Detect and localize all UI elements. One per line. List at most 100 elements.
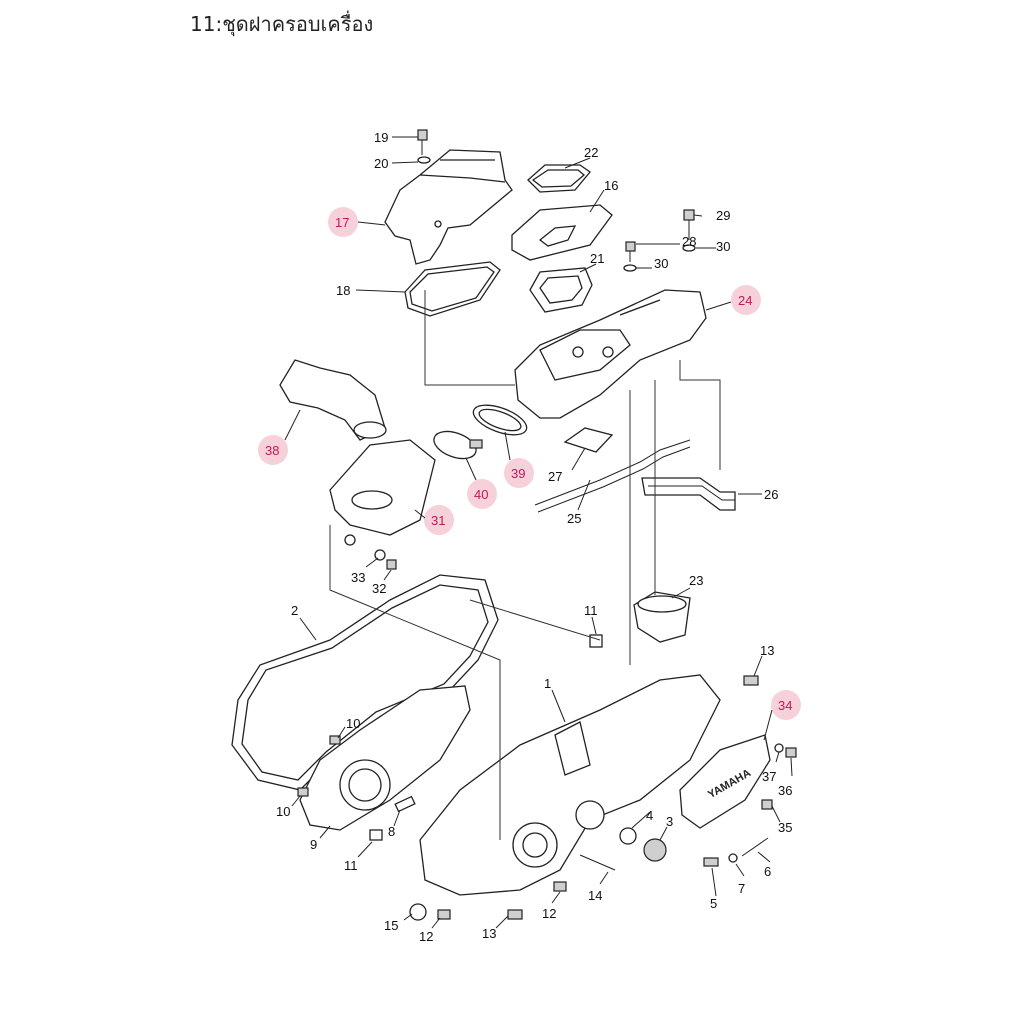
callout-18: 18 — [336, 283, 350, 298]
highlight-24 — [731, 285, 761, 315]
hose-25[interactable] — [534, 439, 691, 513]
callout-4: 4 — [646, 808, 653, 823]
callout-27: 27 — [548, 469, 562, 484]
cap-3[interactable] — [643, 838, 667, 862]
bolt-13a[interactable] — [743, 675, 759, 686]
callout-30b: 30 — [716, 239, 730, 254]
callout-38: 38 — [265, 443, 279, 458]
callout-14: 14 — [588, 888, 602, 903]
intake-duct-38[interactable] — [279, 359, 387, 441]
clamp-15[interactable] — [409, 903, 427, 921]
callout-8: 8 — [388, 824, 395, 839]
callout-33: 33 — [351, 570, 365, 585]
callout-6: 6 — [764, 864, 771, 879]
filter-element-16[interactable] — [511, 204, 613, 261]
intake-box-31[interactable] — [329, 439, 436, 546]
callout-36: 36 — [778, 783, 792, 798]
bolt-19[interactable] — [417, 129, 428, 155]
o-ring-4[interactable] — [619, 827, 637, 845]
callout-37: 37 — [762, 769, 776, 784]
highlight-17 — [328, 207, 358, 237]
washer-30b[interactable] — [682, 244, 696, 252]
bolt-12a[interactable] — [553, 881, 567, 892]
callout-24: 24 — [738, 293, 752, 308]
cover-gasket-2[interactable] — [231, 574, 499, 791]
highlight-34 — [771, 690, 801, 720]
callout-9: 9 — [310, 837, 317, 852]
callout-13b: 13 — [482, 926, 496, 941]
pin-6[interactable] — [741, 837, 769, 857]
callout-11b: 11 — [344, 858, 358, 873]
callout-20: 20 — [374, 156, 388, 171]
callout-23: 23 — [689, 573, 703, 588]
highlight-31 — [424, 505, 454, 535]
callout-7: 7 — [738, 881, 745, 896]
highlight-38 — [258, 435, 288, 465]
air-box-case-24[interactable] — [514, 289, 707, 419]
hose-26[interactable] — [641, 477, 736, 511]
washer-30a[interactable] — [623, 264, 637, 272]
dowel-8[interactable] — [394, 795, 416, 813]
callout-15: 15 — [384, 918, 398, 933]
callout-35: 35 — [778, 820, 792, 835]
bolt-10a[interactable] — [329, 735, 341, 745]
callout-11a: 11 — [584, 603, 598, 618]
callout-2: 2 — [291, 603, 298, 618]
highlight-40 — [467, 479, 497, 509]
inner-cover-9[interactable] — [299, 685, 471, 831]
callout-34: 34 — [778, 698, 792, 713]
callout-25: 25 — [567, 511, 581, 526]
callout-26: 26 — [764, 487, 778, 502]
clip-7[interactable] — [728, 853, 738, 863]
assembly-guides — [329, 290, 721, 840]
callout-22: 22 — [584, 145, 598, 160]
callout-29: 29 — [716, 208, 730, 223]
callouts: 19 20 17 18 22 16 21 29 30 28 30 24 38 3… — [258, 130, 801, 944]
gasket-22[interactable] — [527, 164, 591, 193]
dowel-11b[interactable] — [369, 829, 383, 841]
side-cover-34[interactable]: YAMAHA — [679, 734, 771, 829]
callout-19: 19 — [374, 130, 388, 145]
callout-1: 1 — [544, 676, 551, 691]
callout-32: 32 — [372, 581, 386, 596]
callout-10a: 10 — [346, 716, 360, 731]
joint-39[interactable] — [470, 399, 531, 441]
callout-10b: 10 — [276, 804, 290, 819]
callout-17: 17 — [335, 215, 349, 230]
bolt-28[interactable] — [625, 241, 636, 262]
bolt-35[interactable] — [761, 799, 773, 810]
callout-3: 3 — [666, 814, 673, 829]
callout-28: 28 — [682, 234, 696, 249]
callout-31: 31 — [431, 513, 445, 528]
washer-33[interactable] — [374, 549, 386, 561]
air-box-cover-17[interactable] — [384, 149, 513, 265]
crankcase-cover-1[interactable] — [419, 674, 721, 896]
washer-37[interactable] — [774, 743, 784, 753]
bolt-13b[interactable] — [507, 909, 523, 920]
callout-30a: 30 — [654, 256, 668, 271]
callout-12b: 12 — [419, 929, 433, 944]
bolt-5[interactable] — [703, 857, 719, 867]
gasket-18[interactable] — [404, 261, 501, 317]
seal-27[interactable] — [563, 427, 614, 453]
dowel-11a[interactable] — [589, 634, 603, 648]
clamp-40[interactable] — [430, 426, 483, 464]
bolt-12b[interactable] — [437, 909, 451, 920]
callout-39: 39 — [511, 466, 525, 481]
bolt-14[interactable] — [579, 854, 616, 871]
callout-21: 21 — [590, 251, 604, 266]
diagram-title: 11:ชุดฝาครอบเครื่อง — [190, 12, 374, 36]
duct-21[interactable] — [529, 267, 593, 313]
callout-5: 5 — [710, 896, 717, 911]
callout-16: 16 — [604, 178, 618, 193]
duct-23[interactable] — [633, 591, 691, 643]
callout-40: 40 — [474, 487, 488, 502]
callout-12a: 12 — [542, 906, 556, 921]
bolt-32[interactable] — [386, 559, 397, 570]
highlight-39 — [504, 458, 534, 488]
bolt-36[interactable] — [785, 747, 797, 758]
bolt-10b[interactable] — [297, 787, 309, 797]
washer-20[interactable] — [417, 156, 431, 164]
callout-13a: 13 — [760, 643, 774, 658]
